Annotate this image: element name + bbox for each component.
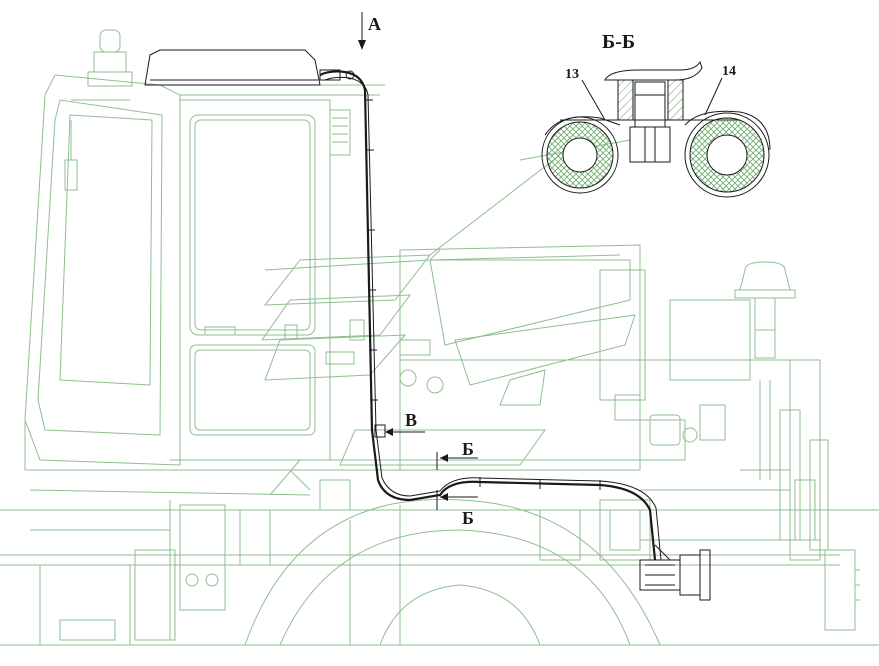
air-intake-precleaner [734,261,796,359]
view-arrow-a [358,12,366,50]
roof-hose-fittings [319,69,355,81]
rear-wheel [244,498,661,646]
view-arrow-v [385,428,425,436]
chassis-frame [0,459,879,646]
front-components [640,409,820,541]
hose-route [319,70,662,561]
ac-compressor [639,544,711,601]
callout-14: 14 [722,64,736,79]
hood-outline [264,244,800,471]
section-bb-detail [541,60,771,198]
callout-13: 13 [565,67,579,82]
cab-outline [24,74,400,471]
hood-side-panels [261,139,636,466]
front-frame [740,359,860,631]
roof-beacon [87,29,133,87]
section-line-bb [436,452,478,510]
roof-air-conditioner [144,49,321,86]
label-section-b-upper: Б [462,439,474,459]
label-view-v: В [405,410,417,430]
label-view-a: А [368,14,381,34]
side-mirror [64,99,130,191]
label-section-b-lower: Б [462,508,474,528]
section-bb-title: Б-Б [602,31,635,53]
